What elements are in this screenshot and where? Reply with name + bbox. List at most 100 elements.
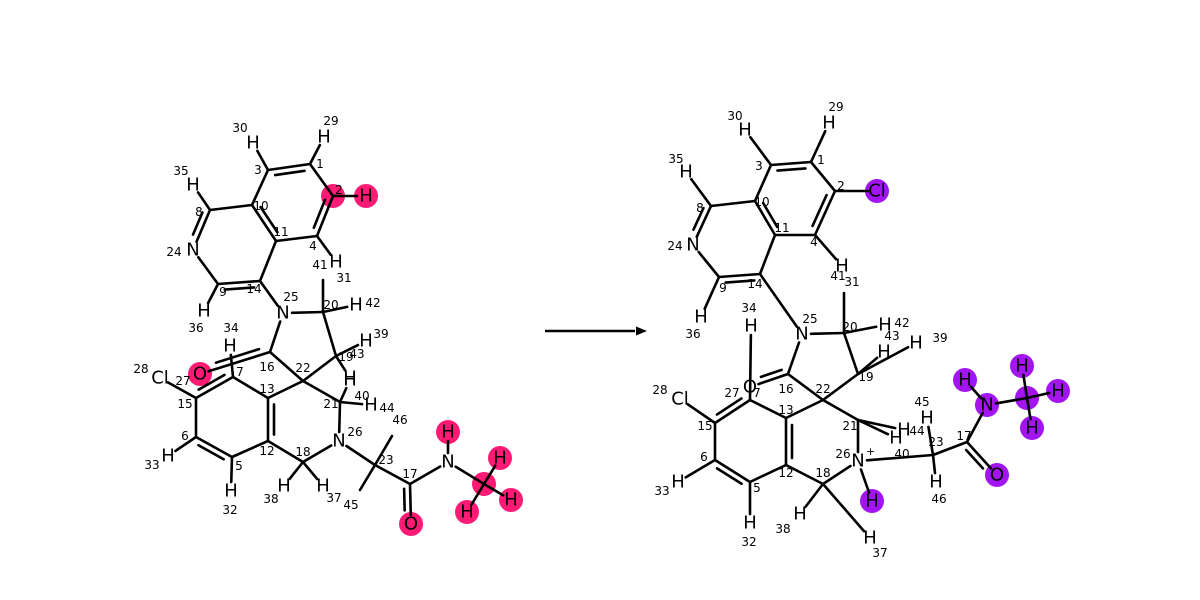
atom-symbol: H <box>920 408 934 429</box>
atom-symbol: O <box>193 364 207 385</box>
bond-line <box>859 468 871 494</box>
double-bond-line <box>312 198 327 230</box>
bond-line <box>821 482 866 533</box>
atom-index: 38 <box>775 522 790 536</box>
bond-line <box>373 463 412 486</box>
bond-line <box>842 331 860 376</box>
double-bond-line <box>715 397 743 416</box>
atom-symbol: H <box>738 120 752 141</box>
atom-index: 45 <box>914 395 929 409</box>
atom-symbol: H <box>197 301 211 322</box>
atom-symbol: H <box>793 504 807 525</box>
atom-index: 29 <box>323 114 338 128</box>
bond-line <box>748 398 788 420</box>
bond-line <box>758 272 799 328</box>
bond-line <box>166 381 198 400</box>
bond-line <box>274 234 319 243</box>
atom-index: 4 <box>810 235 818 249</box>
bond-line <box>1025 391 1051 400</box>
atom-symbol: H <box>186 175 200 196</box>
bond-line <box>338 386 348 404</box>
double-bond-line <box>402 487 406 512</box>
bond-line <box>266 379 305 400</box>
atom-index: 18 <box>815 466 830 480</box>
bond-line <box>266 439 305 464</box>
atom-index: 23 <box>378 453 393 467</box>
double-bond-line <box>692 206 705 231</box>
atom-index: 12 <box>259 444 274 458</box>
atom-index: 46 <box>392 413 407 427</box>
atom-symbol: H <box>909 333 923 354</box>
atom-symbol: H <box>359 186 373 207</box>
bond-line <box>321 310 338 358</box>
atom-index: 8 <box>696 201 704 215</box>
atom-index: 15 <box>177 397 192 411</box>
double-bond-line <box>811 193 828 228</box>
bond-line <box>337 400 342 434</box>
bond-line <box>856 345 910 376</box>
bond-line <box>208 203 254 212</box>
atom-index: 43 <box>349 347 364 361</box>
double-bond-line <box>776 167 807 172</box>
atom-index: 10 <box>754 195 769 209</box>
atom-charge: + <box>866 445 875 458</box>
atom-index: 14 <box>246 282 261 296</box>
atom-index: 34 <box>741 301 756 315</box>
bond-line <box>334 343 360 358</box>
bond-line <box>703 275 721 311</box>
bond-line <box>821 372 860 402</box>
atom-index: 25 <box>283 290 298 304</box>
atom-symbol: H <box>1051 381 1065 402</box>
double-bond-line <box>214 347 261 364</box>
bond-line <box>856 356 879 376</box>
double-bond-line <box>715 467 743 486</box>
reaction-arrow <box>545 326 647 336</box>
bond-line <box>695 204 713 239</box>
atom-symbol: H <box>835 256 849 277</box>
atom-index: 22 <box>815 382 830 396</box>
atom-index: 6 <box>700 450 708 464</box>
atom-index: 17 <box>956 429 971 443</box>
atom-index: 26 <box>347 425 362 439</box>
double-bond-line <box>259 205 279 234</box>
atom-symbol: H <box>161 446 175 467</box>
bond-line <box>969 385 983 400</box>
atom-highlight <box>1020 416 1044 440</box>
atom-highlight <box>499 488 523 512</box>
atom-index: 16 <box>259 360 274 374</box>
atom-index: 25 <box>802 312 817 326</box>
bond-line <box>809 129 827 164</box>
bond-line <box>231 375 270 400</box>
bond-line <box>813 189 837 237</box>
bond-line <box>197 255 220 286</box>
bond-line <box>697 250 721 279</box>
atom-index: 31 <box>336 271 351 285</box>
bond-line <box>482 464 497 486</box>
bond-line <box>965 411 985 444</box>
atom-index: 35 <box>668 152 683 166</box>
atom-index: 13 <box>778 403 793 417</box>
atom-index: 17 <box>402 467 417 481</box>
atom-index: 24 <box>166 245 181 259</box>
atom-symbol: H <box>223 336 237 357</box>
bond-line <box>709 199 757 208</box>
product-bonds <box>684 129 1051 533</box>
atom-symbol: H <box>246 133 260 154</box>
bond-line <box>758 233 777 276</box>
atom-index: 5 <box>753 481 761 495</box>
atom-symbol: H <box>349 295 363 316</box>
double-bond-line <box>197 373 226 391</box>
atom-symbol: H <box>343 368 357 389</box>
atom-index: 41 <box>830 269 845 283</box>
bond-line <box>230 439 270 459</box>
atom-symbol: Cl <box>671 389 689 410</box>
bond-line <box>856 418 890 436</box>
atom-symbol: H <box>878 315 892 336</box>
bond-line <box>748 463 788 484</box>
bond-line <box>784 398 825 420</box>
atom-symbol: H <box>694 307 708 328</box>
bond-line <box>842 325 878 335</box>
atom-index: 5 <box>235 459 243 473</box>
bond-line <box>757 372 790 386</box>
atom-index: 21 <box>842 419 857 433</box>
